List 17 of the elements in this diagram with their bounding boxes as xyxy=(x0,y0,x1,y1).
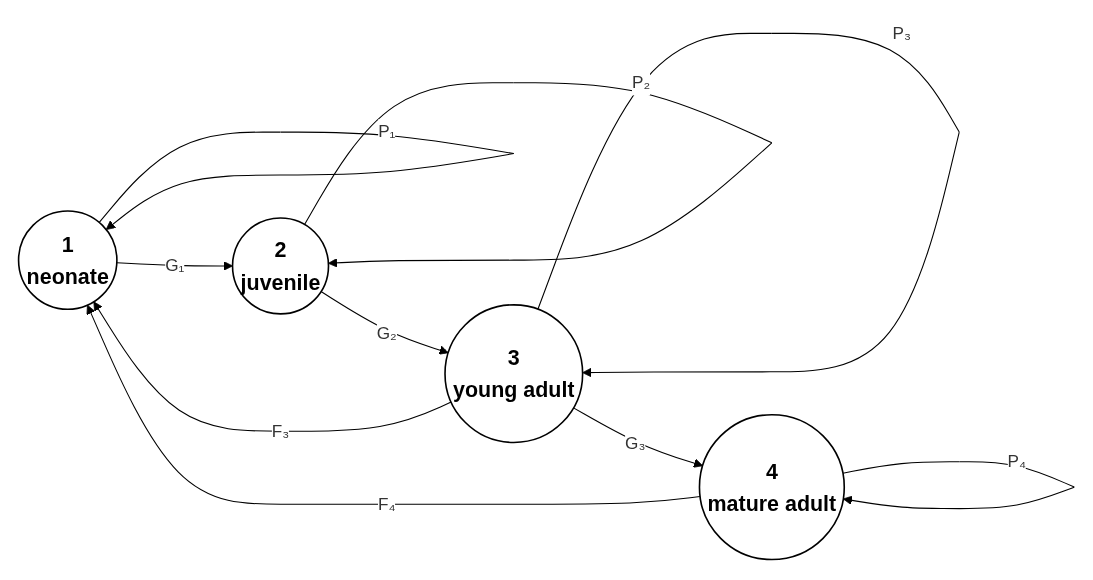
node-circle: 1 neonate xyxy=(17,210,118,311)
node-circle: 2 juvenile xyxy=(231,217,330,315)
edge-label: P₁ xyxy=(378,122,396,141)
node-circle: 4 mature adult xyxy=(698,413,846,561)
edge-label: F₄ xyxy=(378,494,396,513)
edge-label: G₁ xyxy=(165,256,185,275)
arrow xyxy=(93,301,452,432)
edge-label: G₂ xyxy=(376,323,397,342)
edge-label: F₃ xyxy=(271,421,290,440)
edge-label: G₃ xyxy=(625,433,646,452)
arrow xyxy=(86,304,701,505)
arrow xyxy=(572,407,704,468)
node-circle: 3 young adult xyxy=(444,304,584,444)
edge-label: P₃ xyxy=(892,23,911,42)
edge-label: P₄ xyxy=(1007,452,1027,471)
arrow xyxy=(320,291,449,355)
edge-label: P₂ xyxy=(631,73,651,92)
